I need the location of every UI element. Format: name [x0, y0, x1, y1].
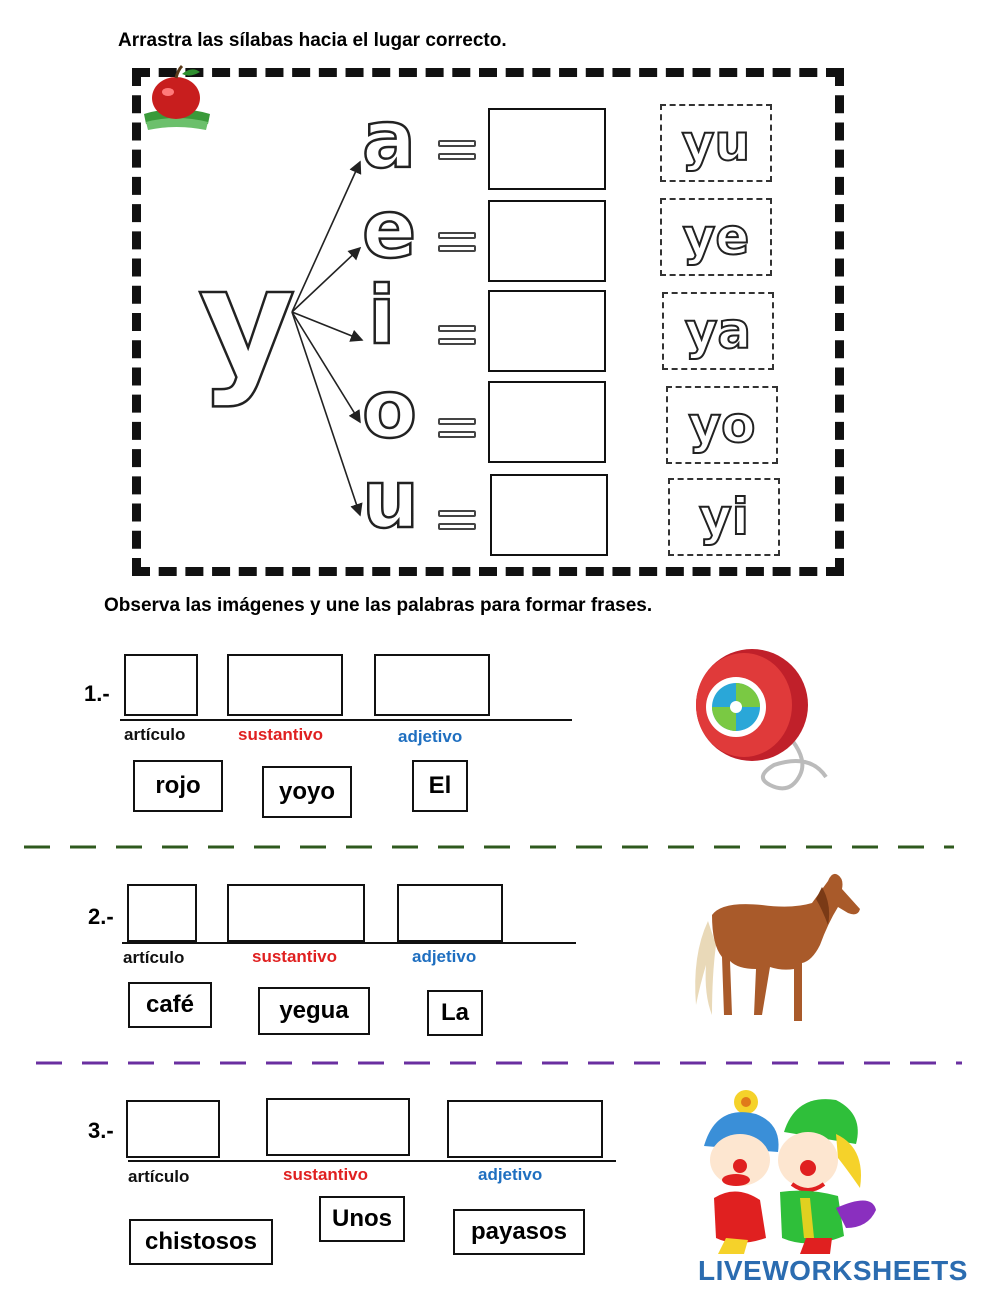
- word-tile[interactable]: rojo: [133, 760, 223, 812]
- drop-box-a[interactable]: [488, 108, 606, 190]
- syllable-ye[interactable]: ye: [660, 198, 772, 276]
- drop-box-article-3[interactable]: [126, 1100, 220, 1158]
- syllable-frame: [132, 68, 844, 576]
- label-sustantivo: sustantivo: [283, 1165, 369, 1184]
- word-tile[interactable]: yegua: [258, 987, 370, 1035]
- vowel-u: u: [361, 453, 420, 546]
- exercise-number: 2.-: [88, 904, 114, 929]
- equals-sign: [438, 418, 476, 440]
- drop-box-article-2[interactable]: [127, 884, 197, 942]
- drop-box-adjective-1[interactable]: [374, 654, 490, 716]
- drop-box-adjective-3[interactable]: [447, 1100, 603, 1158]
- equals-sign: [438, 325, 476, 347]
- separator-line: [36, 1061, 962, 1065]
- arrows-diagram: [291, 160, 364, 517]
- word-tile[interactable]: Unos: [319, 1196, 405, 1242]
- syllable-ya[interactable]: ya: [662, 292, 774, 370]
- word-tile[interactable]: chistosos: [129, 1219, 273, 1265]
- vowel-e: e: [361, 183, 418, 276]
- drop-box-o[interactable]: [488, 381, 606, 463]
- equals-sign: [438, 140, 476, 162]
- drop-box-noun-3[interactable]: [266, 1098, 410, 1156]
- drop-box-article-1[interactable]: [124, 654, 198, 716]
- vowel-a: a: [361, 93, 417, 186]
- label-articulo: artículo: [128, 1167, 190, 1186]
- brand-text: LIVEWORKSHEETS: [698, 1255, 968, 1286]
- instruction-sentences: Observa las imágenes y une las palabras …: [104, 595, 653, 616]
- underline: [122, 942, 576, 944]
- drop-box-noun-2[interactable]: [227, 884, 365, 942]
- vowel-i: i: [367, 269, 397, 362]
- apple-logo-icon: [144, 64, 210, 130]
- word-tile[interactable]: El: [412, 760, 468, 812]
- exercise-number: 1.-: [84, 681, 110, 706]
- separator-line: [24, 845, 954, 849]
- drop-box-e[interactable]: [488, 200, 606, 282]
- syllable-text: yu: [681, 114, 751, 172]
- word-tile[interactable]: café: [128, 982, 212, 1028]
- label-adjetivo: adjetivo: [398, 727, 463, 746]
- syllable-yi[interactable]: yi: [668, 478, 780, 556]
- syllable-text: yi: [698, 488, 750, 546]
- underline: [128, 1160, 616, 1162]
- label-sustantivo: sustantivo: [252, 947, 338, 966]
- instruction-syllables: Arrastra las sílabas hacia el lugar corr…: [118, 30, 507, 51]
- drop-box-noun-1[interactable]: [227, 654, 343, 716]
- label-adjetivo: adjetivo: [478, 1165, 543, 1184]
- consonant-letter: y: [197, 236, 297, 410]
- word-tile[interactable]: La: [427, 990, 483, 1036]
- vowel-o: o: [361, 363, 418, 456]
- drop-box-u[interactable]: [490, 474, 608, 556]
- clowns-image: [704, 1090, 876, 1254]
- drop-box-i[interactable]: [488, 290, 606, 372]
- syllable-text: ye: [682, 208, 751, 266]
- label-sustantivo: sustantivo: [238, 725, 324, 744]
- syllable-yo[interactable]: yo: [666, 386, 778, 464]
- label-adjetivo: adjetivo: [412, 947, 477, 966]
- syllable-text: ya: [684, 302, 752, 360]
- label-articulo: artículo: [123, 948, 185, 967]
- exercise-number: 3.-: [88, 1118, 114, 1143]
- equals-sign: [438, 510, 476, 532]
- liveworksheets-logo: LIVEWORKSHEETS: [698, 1255, 968, 1287]
- yoyo-image: [696, 649, 828, 791]
- word-tile[interactable]: payasos: [453, 1209, 585, 1255]
- syllable-text: yo: [688, 396, 757, 454]
- label-articulo: artículo: [124, 725, 186, 744]
- syllable-yu[interactable]: yu: [660, 104, 772, 182]
- word-tile[interactable]: yoyo: [262, 766, 352, 818]
- equals-sign: [438, 232, 476, 254]
- underline: [120, 719, 572, 721]
- horse-image: [695, 873, 860, 1021]
- drop-box-adjective-2[interactable]: [397, 884, 503, 942]
